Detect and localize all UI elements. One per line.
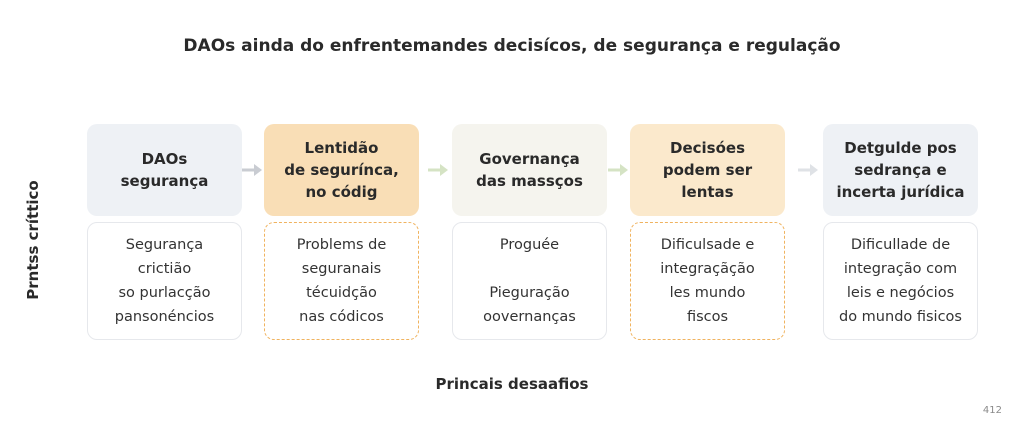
column-1-body: Segurança crictião so purlacção pansonén… [87,222,242,340]
column-2-body: Problems de seguranais técuidção nas cód… [264,222,419,340]
column-3: Governança das massços Proguée Pieguraçã… [452,124,607,340]
arrow-right-icon [242,164,262,176]
column-1-header: DAOs segurança [87,124,242,216]
column-5: Detgulde pos sedrança e incerta jurídica… [823,124,978,340]
arrow-right-icon [428,164,448,176]
arrow-right-icon [798,164,818,176]
arrow-right-icon [608,164,628,176]
diagram-title: DAOs ainda do enfrentemandes decisícos, … [183,36,841,56]
column-4-header: Decisóes podem ser lentas [630,124,785,216]
page-number: 412 [982,405,1002,416]
column-2: Lentidão de segurínca, no códig Problems… [264,124,419,340]
column-3-header: Governança das massços [452,124,607,216]
x-axis-label: Princais desaafios [435,375,589,393]
column-1: DAOs segurança Segurança crictião so pur… [87,124,242,340]
column-5-body: Dificullade de integração com leis e neg… [823,222,978,340]
column-2-header: Lentidão de segurínca, no códig [264,124,419,216]
column-4: Decisóes podem ser lentas Dificulsade e … [630,124,785,340]
y-axis-label: Prntss críttico [24,180,42,300]
column-3-body: Proguée Pieguração oovernanças [452,222,607,340]
column-4-body: Dificulsade e integraçãção les mundo fis… [630,222,785,340]
column-5-header: Detgulde pos sedrança e incerta jurídica [823,124,978,216]
